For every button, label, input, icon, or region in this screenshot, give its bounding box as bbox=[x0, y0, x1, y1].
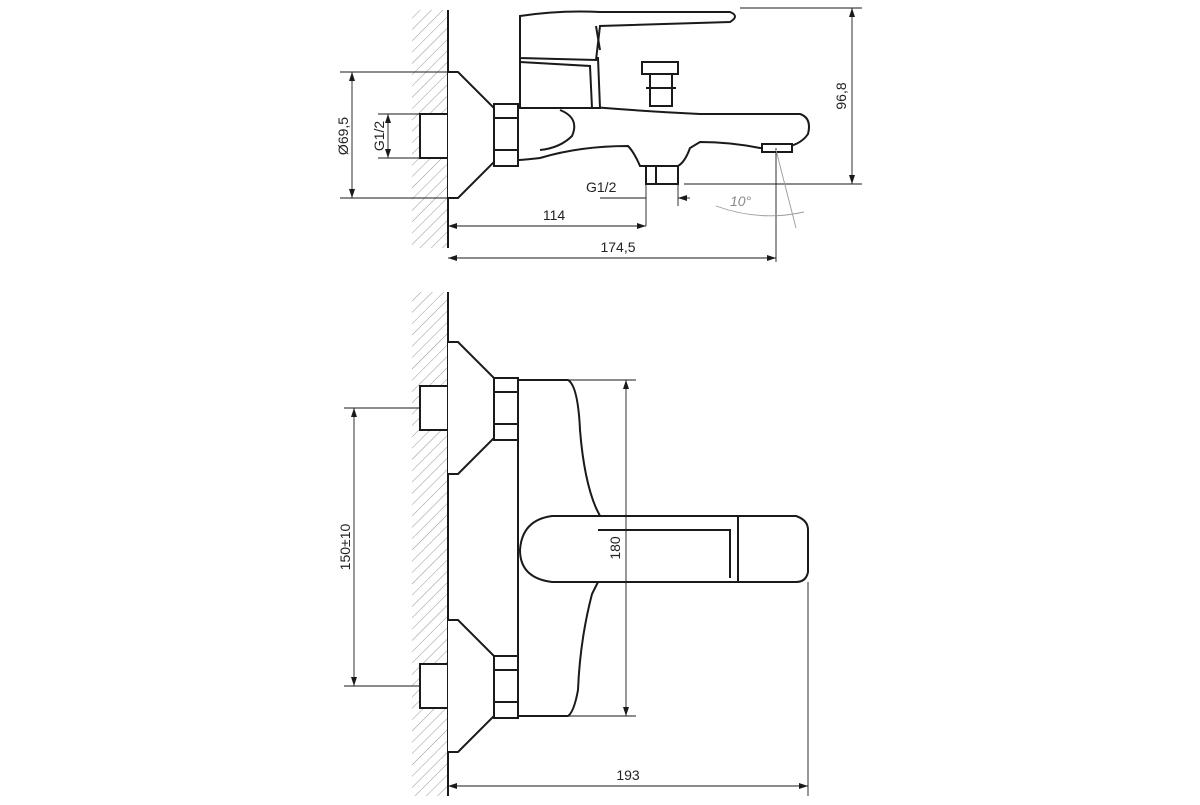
diverter-knob-top bbox=[641, 61, 679, 75]
total-depth-label: 193 bbox=[616, 767, 640, 783]
inlet-thread-label: G1/2 bbox=[371, 121, 387, 152]
spout-body-top bbox=[517, 102, 810, 167]
hex-nut-top bbox=[493, 103, 519, 167]
outlet-thread-label: G1/2 bbox=[586, 179, 617, 195]
outlet-connector-top bbox=[645, 165, 679, 185]
lever-top bbox=[519, 10, 736, 62]
centers-label: 150±10 bbox=[337, 523, 353, 570]
height-label: 96,8 bbox=[833, 82, 849, 109]
upper-inlet-pipe bbox=[419, 385, 449, 431]
top-view: Ø69,5 G1/2 96,8 G1/2 10° 114 174,5 bbox=[335, 7, 862, 262]
spout-angle-label: 10° bbox=[730, 193, 752, 209]
inlet-pipe-top bbox=[419, 113, 449, 159]
aerator-top bbox=[761, 143, 793, 153]
wall-hatch-front bbox=[412, 292, 448, 796]
escutcheon-top bbox=[448, 71, 495, 199]
lower-hex-nut bbox=[493, 655, 519, 719]
front-view: 150±10 180 193 bbox=[337, 292, 809, 796]
lower-escutcheon bbox=[448, 619, 495, 753]
lever-front bbox=[518, 515, 739, 583]
angle-arc bbox=[715, 205, 805, 217]
spout-length-label: 174,5 bbox=[600, 239, 635, 255]
diverter-stem-top bbox=[649, 73, 673, 107]
upper-hex-nut bbox=[493, 377, 519, 441]
body-height-label: 180 bbox=[607, 536, 623, 560]
outlet-offset-label: 114 bbox=[543, 207, 566, 223]
lower-inlet-pipe bbox=[419, 663, 449, 709]
diameter-label: Ø69,5 bbox=[335, 117, 351, 155]
upper-escutcheon bbox=[448, 341, 495, 475]
